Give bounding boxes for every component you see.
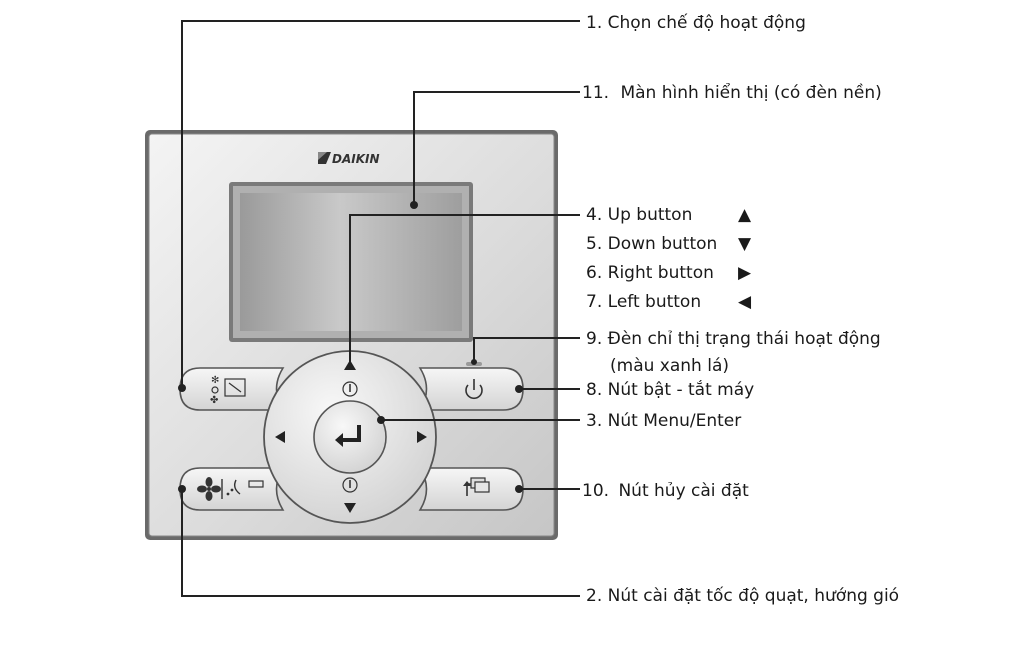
label-3-number: 3.	[586, 411, 603, 431]
label-5-text: Down button	[607, 234, 718, 254]
label-9: 9. Đèn chỉ thị trạng thái hoạt động	[586, 329, 881, 349]
fan-small-icon: ✤	[210, 395, 218, 406]
power-button[interactable]	[418, 362, 524, 411]
label-3-text: Nút Menu/Enter	[607, 411, 742, 431]
down-triangle-icon: ▼	[738, 234, 752, 254]
fan-icon	[197, 477, 221, 501]
label-5-number: 5.	[586, 234, 603, 254]
label-10: 10. Nút hủy cài đặt	[582, 481, 749, 501]
label-11-text: Màn hình hiển thị (có đèn nền)	[620, 83, 882, 103]
label-3: 3. Nút Menu/Enter	[586, 411, 741, 431]
label-7-number: 7.	[586, 292, 603, 312]
label-9-line-2: (màu xanh lá)	[610, 356, 729, 376]
leader-dots	[178, 201, 523, 493]
left-arrow-button[interactable]	[275, 431, 285, 443]
navigation-ring	[263, 350, 437, 524]
label-1-text: Chọn chế độ hoạt động	[607, 13, 806, 33]
label-1-number: 1.	[586, 13, 603, 33]
label-5: 5. Down button	[586, 234, 717, 254]
label-8-text: Nút bật - tắt máy	[607, 380, 755, 400]
cancel-button[interactable]	[418, 467, 524, 511]
left-triangle-icon: ◀	[738, 292, 752, 312]
leader-line-2	[181, 489, 580, 597]
right-triangle-icon: ▶	[738, 263, 752, 283]
airflow-direction-icon	[226, 479, 264, 496]
brand-text: DAIKIN	[332, 152, 380, 166]
label-11: 11. Màn hình hiển thị (có đèn nền)	[582, 83, 882, 103]
label-4: 4. Up button	[586, 205, 692, 225]
down-arrow-button[interactable]	[344, 503, 356, 513]
label-10-text: Nút hủy cài đặt	[618, 481, 749, 501]
label-1: 1. Chọn chế độ hoạt động	[586, 13, 806, 33]
leader-line-1	[181, 20, 580, 388]
label-2-text: Nút cài đặt tốc độ quạt, hướng gió	[607, 586, 900, 606]
right-arrow-button[interactable]	[417, 431, 427, 443]
label-4-text: Up button	[607, 205, 693, 225]
label-11-number: 11.	[582, 83, 610, 103]
leader-line-4	[349, 214, 580, 362]
leader-lines	[181, 20, 580, 597]
power-icon	[465, 379, 483, 400]
cancel-return-icon	[463, 477, 490, 496]
label-2-number: 2.	[586, 586, 603, 606]
thermometer-down-icon	[342, 477, 358, 493]
label-6: 6. Right button	[586, 263, 714, 283]
thermometer-up-icon	[342, 381, 358, 397]
label-6-text: Right button	[607, 263, 714, 283]
leader-line-9	[473, 337, 580, 362]
label-7-text: Left button	[607, 292, 702, 312]
menu-enter-button[interactable]	[313, 400, 387, 474]
up-arrow-button[interactable]	[344, 360, 356, 370]
auto-mode-icon	[224, 378, 246, 397]
mode-select-button[interactable]: ✻ ✤	[179, 367, 285, 411]
label-9-number: 9.	[586, 329, 603, 349]
label-4-number: 4.	[586, 205, 603, 225]
label-8: 8. Nút bật - tắt máy	[586, 380, 754, 400]
label-6-number: 6.	[586, 263, 603, 283]
label-10-number: 10.	[582, 481, 610, 501]
label-8-number: 8.	[586, 380, 603, 400]
label-7: 7. Left button	[586, 292, 701, 312]
label-9-text: Đèn chỉ thị trạng thái hoạt động	[607, 329, 881, 349]
leader-line-11	[413, 91, 580, 205]
up-triangle-icon: ▲	[738, 205, 752, 225]
snowflake-icon: ✻	[211, 375, 219, 386]
enter-icon	[335, 425, 361, 447]
label-2: 2. Nút cài đặt tốc độ quạt, hướng gió	[586, 586, 899, 606]
daikin-logo: DAIKIN	[318, 152, 380, 166]
sun-icon	[211, 386, 219, 394]
fan-direction-button[interactable]	[179, 467, 285, 511]
